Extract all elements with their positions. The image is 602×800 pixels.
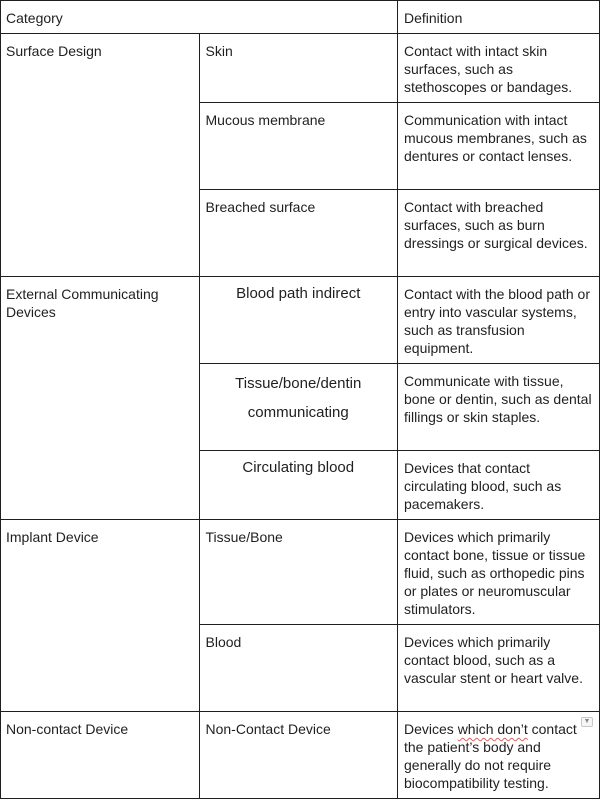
table-row: Circulating blood Devices that contact c… [1,450,600,520]
table-row: Tissue/bone/dentin communicating Communi… [1,363,600,451]
table-row: Mucous membrane Communication with intac… [1,102,600,190]
subcategory-cell: Non-Contact Device [198,711,398,799]
category-cell: Non-contact Device [0,711,200,799]
dropdown-corner-icon[interactable]: ▼ [581,717,593,727]
spellcheck-flagged-text[interactable]: which don’t [457,721,528,737]
header-category: Category [0,0,398,34]
definition-cell: Contact with intact skin surfaces, such … [397,33,600,103]
definition-cell: Contact with the blood path or entry int… [397,276,600,364]
table-row: Non-contact Device Non-Contact Device De… [0,711,600,799]
definition-cell: Contact with breached surfaces, such as … [397,189,600,277]
definition-cell: Devices that contact circulating blood, … [397,450,600,520]
table-row: Surface Design Skin Contact with intact … [0,33,600,277]
definition-cell: Devices which primarily contact blood, s… [397,624,600,712]
definition-cell: Communication with intact mucous membran… [397,102,600,190]
header-definition: Definition [397,0,600,34]
definition-cell: Communicate with tissue, bone or dentin,… [397,363,600,451]
subcategory-cell: Breached surface [198,189,398,277]
definition-text-end: contact the patient’s body and generally… [404,721,577,791]
subcategory-cell: Skin [198,33,398,103]
table-row: Implant Device Tissue/Bone Devices which… [0,519,600,712]
category-cell: External Communicating Devices [0,276,200,520]
definition-cell: Devices which don’t contact the patient’… [397,711,600,799]
subcategory-cell: Circulating blood [198,450,398,520]
category-cell: Implant Device [0,519,200,712]
category-cell: Surface Design [0,33,200,277]
subcategory-cell: Blood path indirect [198,276,398,364]
definition-cell: Devices which primarily contact bone, ti… [397,519,600,625]
subcategory-cell: Tissue/Bone [198,519,398,625]
subcategory-cell: Tissue/bone/dentin communicating [198,363,398,451]
table-row: Blood Devices which primarily contact bl… [1,624,600,712]
definition-text-start: Devices [404,721,458,737]
table-header-row: Category Definition [0,0,600,34]
table-row: External Communicating Devices Blood pat… [0,276,600,520]
subcategory-cell: Blood [198,624,398,712]
table-row: Breached surface Contact with breached s… [1,189,600,277]
subcategory-cell: Mucous membrane [198,102,398,190]
